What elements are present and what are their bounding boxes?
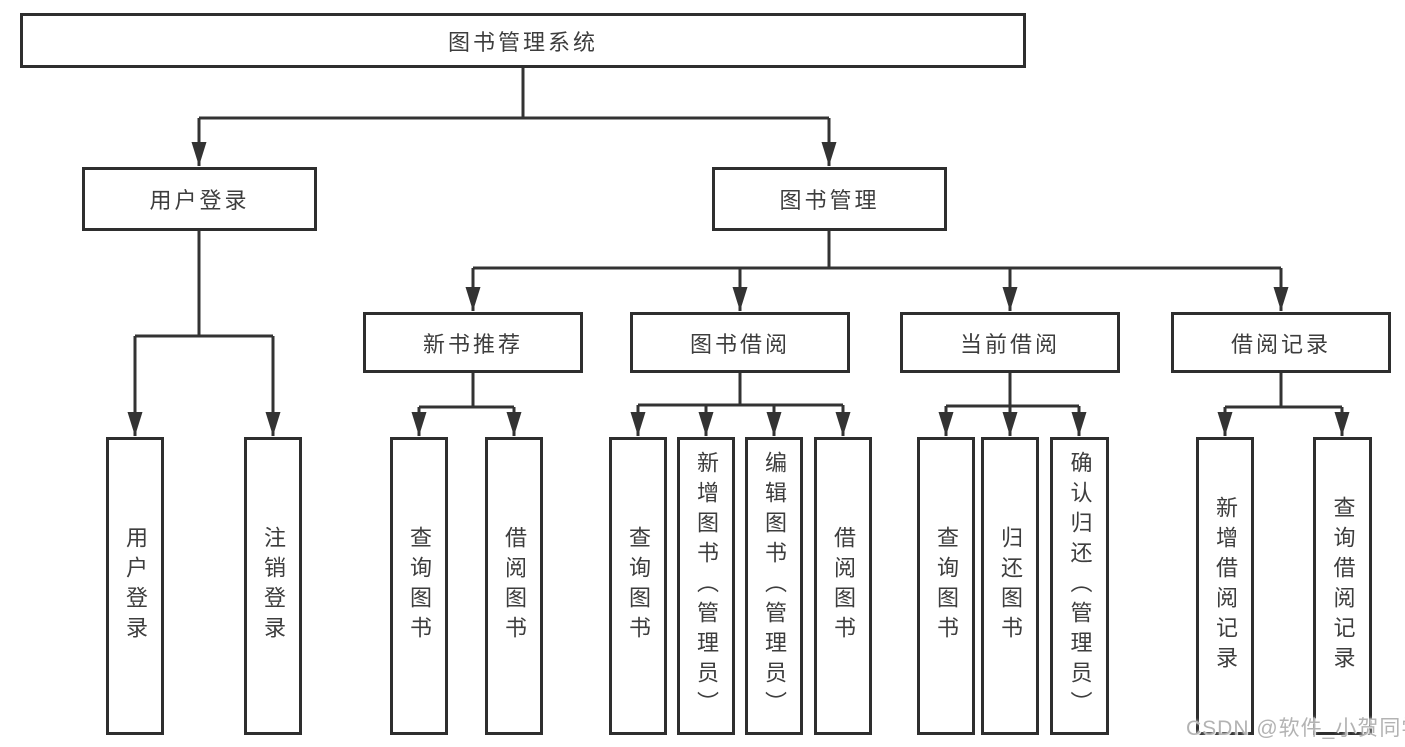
leaf-cb-confirm-return-admin-label: 确认归还（管理员） (1067, 451, 1093, 721)
leaf-br-query-record: 查询借阅记录 (1313, 437, 1372, 735)
leaf-br-query-record-label: 查询借阅记录 (1330, 496, 1356, 676)
node-book-borrow: 图书借阅 (630, 312, 850, 373)
leaf-br-add-record-label: 新增借阅记录 (1213, 496, 1238, 676)
leaf-bb-add-books-admin: 新增图书（管理员） (677, 437, 735, 735)
leaf-bb-borrow-books-label: 借阅图书 (831, 526, 856, 646)
leaf-cb-query-books: 查询图书 (917, 437, 975, 735)
leaf-bb-add-books-admin-label: 新增图书（管理员） (694, 451, 719, 721)
leaf-bb-query-books: 查询图书 (609, 437, 667, 735)
leaf-bb-edit-books-admin: 编辑图书（管理员） (745, 437, 803, 735)
leaf-nbr-borrow-books: 借阅图书 (485, 437, 543, 735)
leaf-cb-return-books: 归还图书 (981, 437, 1039, 735)
leaf-user-login: 用户登录 (106, 437, 164, 735)
leaf-logout: 注销登录 (244, 437, 302, 735)
leaf-cb-confirm-return-admin: 确认归还（管理员） (1050, 437, 1109, 735)
leaf-bb-borrow-books: 借阅图书 (814, 437, 872, 735)
node-current-borrow: 当前借阅 (900, 312, 1120, 373)
leaf-nbr-query-books-label: 查询图书 (407, 526, 432, 646)
node-book-management: 图书管理 (712, 167, 947, 231)
leaf-cb-return-books-label: 归还图书 (998, 526, 1023, 646)
node-user-login: 用户登录 (82, 167, 317, 231)
leaf-nbr-query-books: 查询图书 (390, 437, 448, 735)
leaf-bb-query-books-label: 查询图书 (626, 526, 651, 646)
leaf-bb-edit-books-admin-label: 编辑图书（管理员） (762, 451, 787, 721)
leaf-logout-label: 注销登录 (261, 526, 286, 646)
leaf-cb-query-books-label: 查询图书 (934, 526, 959, 646)
node-new-book-recommend: 新书推荐 (363, 312, 583, 373)
node-library-management-system: 图书管理系统 (20, 13, 1026, 68)
leaf-user-login-label: 用户登录 (123, 526, 148, 646)
csdn-watermark: CSDN @软件_小贺同学 (1186, 717, 1405, 740)
leaf-nbr-borrow-books-label: 借阅图书 (502, 526, 527, 646)
node-borrow-records: 借阅记录 (1171, 312, 1391, 373)
leaf-br-add-record: 新增借阅记录 (1196, 437, 1254, 735)
